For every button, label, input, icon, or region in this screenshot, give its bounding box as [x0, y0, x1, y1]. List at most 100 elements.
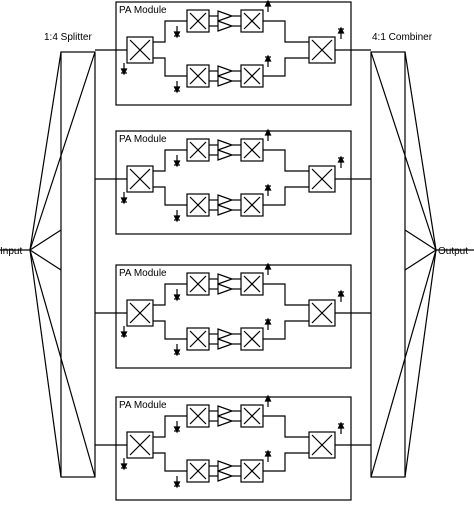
lower-branch-hybrid-in-cross-b: [189, 67, 207, 85]
lower-branch-input-termination-head: [173, 86, 181, 94]
output-termination: [337, 289, 345, 302]
upper-branch-amp-b: [217, 149, 234, 161]
output-label: Output: [438, 246, 468, 257]
upper-branch-amp-b: [217, 283, 234, 295]
upper-branch-input-termination-head: [173, 160, 181, 168]
input-termination: [120, 458, 128, 471]
upper-branch-output-termination-head: [264, 394, 272, 402]
lower-branch-output-termination-head: [264, 54, 272, 62]
upper-branch-hybrid-in-cross-b: [189, 407, 207, 425]
combine-lower-path: [263, 320, 309, 340]
upper-branch-output-termination: [264, 0, 272, 12]
pa-module-label: PA Module: [119, 268, 167, 279]
input-hybrid: [126, 431, 154, 459]
split-upper-path: [153, 415, 187, 438]
output-termination-head: [337, 26, 345, 34]
output-termination-head: [337, 421, 345, 429]
lower-branch-input-termination: [173, 476, 181, 489]
upper-branch-amp-a: [217, 405, 234, 417]
split-upper-path: [153, 20, 187, 43]
lower-branch-amp-b: [217, 470, 234, 482]
combiner-fan-3: [404, 249, 437, 271]
lower-branch-amp-b: [217, 204, 234, 216]
pa-module-3: PA Module: [95, 262, 371, 369]
lower-branch-hybrid-out: [240, 64, 264, 88]
split-upper-path: [153, 283, 187, 306]
lower-branch-output-termination-head: [264, 183, 272, 191]
lower-branch-amp-a: [217, 194, 234, 206]
lower-branch-hybrid-in-cross-b: [189, 330, 207, 348]
upper-branch-input-termination: [173, 289, 181, 302]
splitter-fan-5: [29, 51, 96, 251]
pa-module-4: PA Module: [95, 394, 371, 501]
input-hybrid-cross-b: [129, 168, 151, 190]
input-hybrid-cross-b: [129, 39, 151, 61]
combine-lower-path: [263, 57, 309, 77]
upper-branch-input-termination: [173, 421, 181, 434]
pa-module-label: PA Module: [119, 134, 167, 145]
combiner-fan-4: [404, 249, 437, 478]
splitter-fan-3: [29, 249, 62, 271]
lower-branch-amp-b: [217, 338, 234, 350]
output-hybrid: [308, 299, 336, 327]
lower-branch-output-termination: [264, 54, 272, 67]
lower-branch-input-termination-head: [173, 215, 181, 223]
output-termination: [337, 26, 345, 39]
input-hybrid-cross-b: [129, 302, 151, 324]
lower-branch-input-termination: [173, 210, 181, 223]
lower-branch-hybrid-in: [186, 327, 210, 351]
upper-branch-hybrid-out-cross-b: [243, 407, 261, 425]
lower-branch-hybrid-in-cross-b: [189, 196, 207, 214]
lower-branch-hybrid-in: [186, 193, 210, 217]
upper-branch-hybrid-in: [186, 9, 210, 33]
output-hybrid-cross-b: [311, 39, 333, 61]
input-termination-head: [120, 197, 128, 205]
split-upper-path: [153, 149, 187, 172]
input-termination-head: [120, 463, 128, 471]
output-hybrid-cross-b: [311, 302, 333, 324]
output-hybrid: [308, 36, 336, 64]
upper-branch-amp-a: [217, 139, 234, 151]
upper-branch-hybrid-in: [186, 138, 210, 162]
upper-branch-output-termination-head: [264, 128, 272, 136]
combine-upper-path: [263, 149, 309, 172]
input-termination: [120, 326, 128, 339]
lower-branch-hybrid-out: [240, 193, 264, 217]
lower-branch-hybrid-out-cross-b: [243, 67, 261, 85]
input-hybrid: [126, 165, 154, 193]
lower-branch-amp-a: [217, 460, 234, 472]
upper-branch-hybrid-in: [186, 272, 210, 296]
input-hybrid-cross-b: [129, 434, 151, 456]
input-label: Input: [0, 246, 22, 257]
input-hybrid: [126, 36, 154, 64]
upper-branch-amp-b: [217, 20, 234, 32]
combine-upper-path: [263, 20, 309, 43]
upper-branch-output-termination-head: [264, 262, 272, 270]
upper-branch-hybrid-in-cross-b: [189, 12, 207, 30]
pa-module-2: PA Module: [95, 128, 371, 235]
upper-branch-amp-b: [217, 415, 234, 427]
lower-branch-output-termination: [264, 183, 272, 196]
output-hybrid-cross-b: [311, 168, 333, 190]
lower-branch-input-termination: [173, 81, 181, 94]
output-hybrid-cross-b: [311, 434, 333, 456]
lower-branch-hybrid-in: [186, 459, 210, 483]
input-termination-head: [120, 331, 128, 339]
splitter-fan-1: [29, 51, 62, 251]
lower-branch-input-termination-head: [173, 481, 181, 489]
combine-lower-path: [263, 186, 309, 206]
lower-branch-input-termination: [173, 344, 181, 357]
pa-module-frame: [115, 130, 352, 235]
input-termination-head: [120, 68, 128, 76]
splitter-block: [60, 51, 96, 478]
output-termination: [337, 421, 345, 434]
upper-branch-amp-a: [217, 10, 234, 22]
split-lower-path: [153, 57, 187, 77]
upper-branch-input-termination-head: [173, 294, 181, 302]
lower-branch-amp-b: [217, 75, 234, 87]
upper-branch-input-termination: [173, 155, 181, 168]
output-hybrid: [308, 431, 336, 459]
upper-branch-output-termination: [264, 394, 272, 407]
combiner-fan-5: [370, 51, 437, 251]
